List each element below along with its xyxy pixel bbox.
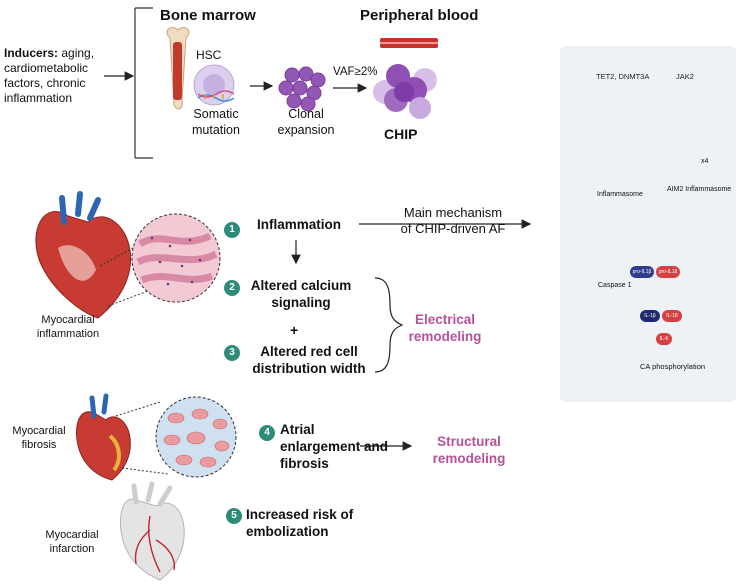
il6-pill: IL-6	[656, 333, 672, 345]
step-1-label: Inflammation	[257, 217, 342, 232]
peripheral-blood-title: Peripheral blood	[360, 7, 479, 24]
step-1-badge: 1	[224, 222, 240, 238]
il18-pill: IL-18	[662, 310, 682, 322]
caspase-label: Caspase 1	[598, 282, 632, 289]
vaf-label: VAF≥2%	[333, 66, 378, 78]
inflammasome-label: Inflammasome	[597, 191, 643, 198]
heart-infarction-icon	[119, 481, 185, 581]
jak2-label: JAK2	[676, 72, 694, 81]
chip-cluster-icon	[373, 64, 437, 119]
ca-phosphorylation-label: CA phosphorylation	[640, 362, 706, 371]
heart-fibrosis-icon	[76, 393, 131, 481]
heart-inflamed-icon	[35, 191, 132, 319]
bone-marrow-title: Bone marrow	[160, 7, 256, 24]
step-2-badge: 2	[224, 280, 240, 296]
step-5-badge: 5	[226, 508, 242, 524]
brace-icon	[374, 277, 404, 373]
clonal-expansion-icon	[278, 66, 326, 112]
x4-label: x4	[701, 158, 709, 165]
bone-icon	[166, 27, 190, 110]
mechanism-panel	[560, 46, 736, 402]
step-3-badge: 3	[224, 345, 240, 361]
plus-sign: +	[290, 322, 299, 338]
tet2-label: TET2, DNMT3A	[596, 72, 650, 81]
hsc-label: HSC	[196, 48, 222, 62]
aim2-label: AIM2 Inflammasome	[667, 186, 732, 193]
step-4-badge: 4	[259, 425, 275, 441]
hsc-cell-icon	[193, 64, 235, 106]
pro-il1b-pill: pro-IL1β	[630, 266, 654, 278]
pro-il18-pill: pro-IL18	[656, 266, 680, 278]
il1b-pill: IL-1β	[640, 310, 660, 322]
chip-label: CHIP	[384, 126, 418, 142]
